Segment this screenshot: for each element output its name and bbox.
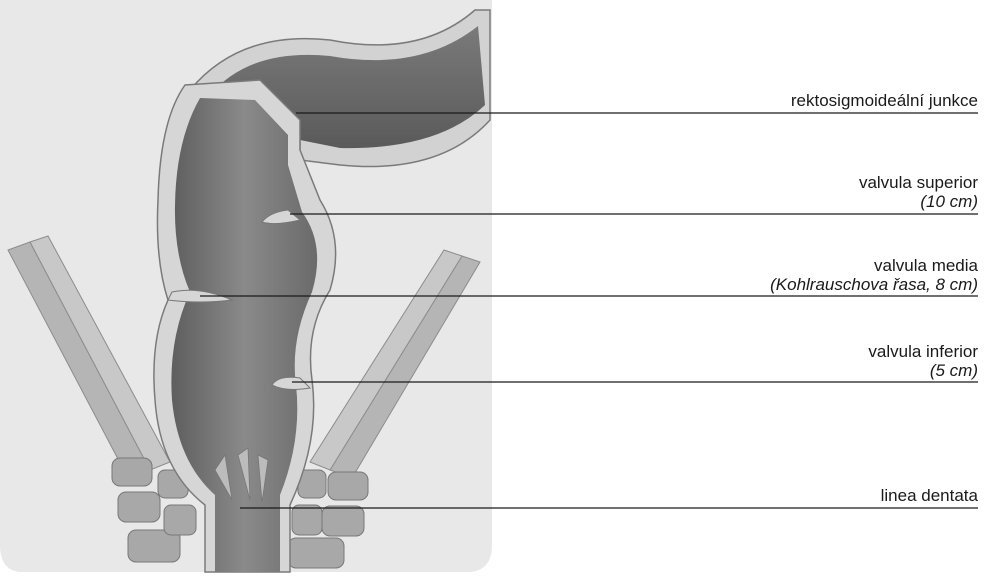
- label-linea-dentata: linea dentata: [881, 486, 978, 505]
- label-rectosigmoid-junction: rektosigmoideální junkce: [791, 91, 978, 110]
- label-main: valvula superior: [859, 173, 978, 192]
- label-sub: (10 cm): [859, 192, 978, 211]
- label-main: linea dentata: [881, 486, 978, 505]
- label-main: valvula media: [770, 256, 978, 275]
- label-main: rektosigmoideální junkce: [791, 91, 978, 110]
- label-valvula-media: valvula media (Kohlrauschova řasa, 8 cm): [770, 256, 978, 294]
- label-sub: (Kohlrauschova řasa, 8 cm): [770, 275, 978, 294]
- label-sub: (5 cm): [868, 361, 978, 380]
- label-main: valvula inferior: [868, 342, 978, 361]
- label-valvula-inferior: valvula inferior (5 cm): [868, 342, 978, 380]
- label-valvula-superior: valvula superior (10 cm): [859, 173, 978, 211]
